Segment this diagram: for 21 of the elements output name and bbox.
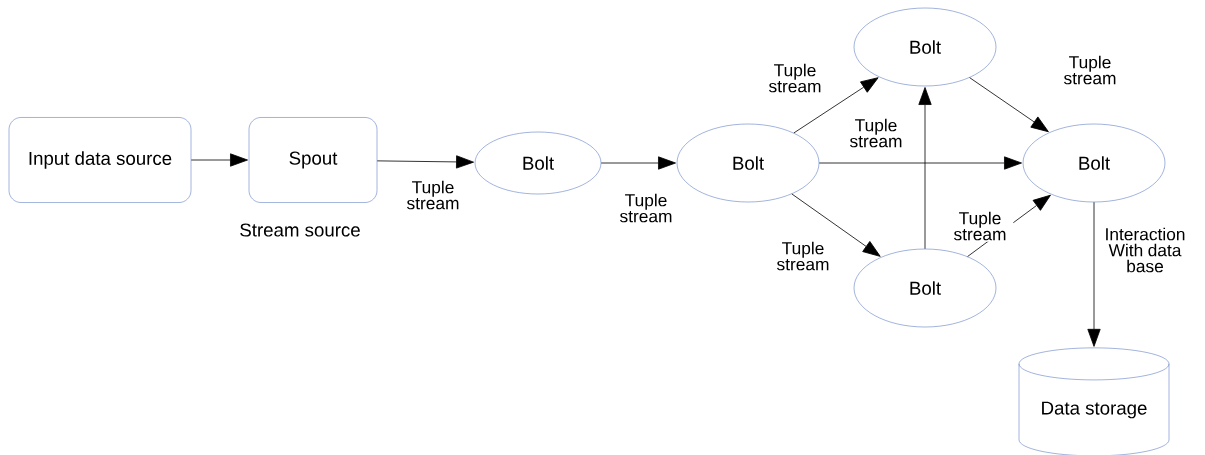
edge-label: Tuple stream [946,210,1014,242]
edge-label: Tuple stream [399,179,467,211]
arrow [376,155,474,169]
arrow [967,194,1051,257]
node-caption: Stream source [240,223,360,237]
arrow [190,153,248,167]
arrow [1087,201,1101,347]
edge-label: Tuple stream [1056,54,1124,86]
arrow [969,77,1049,133]
arrow [791,193,881,257]
storage-cylinder: Data storage [1018,347,1170,455]
arrow [918,87,932,250]
arrow [818,156,1022,170]
process-box: Spout [248,117,378,203]
edge-label: Tuple stream [769,240,837,272]
arrow [600,156,676,170]
edge-label: Tuple stream [761,62,829,94]
process-box: Input data source [8,117,192,203]
arrow [793,77,879,134]
edge-label: Tuple stream [842,117,910,149]
edge-label: Interaction With data base [1097,226,1193,274]
